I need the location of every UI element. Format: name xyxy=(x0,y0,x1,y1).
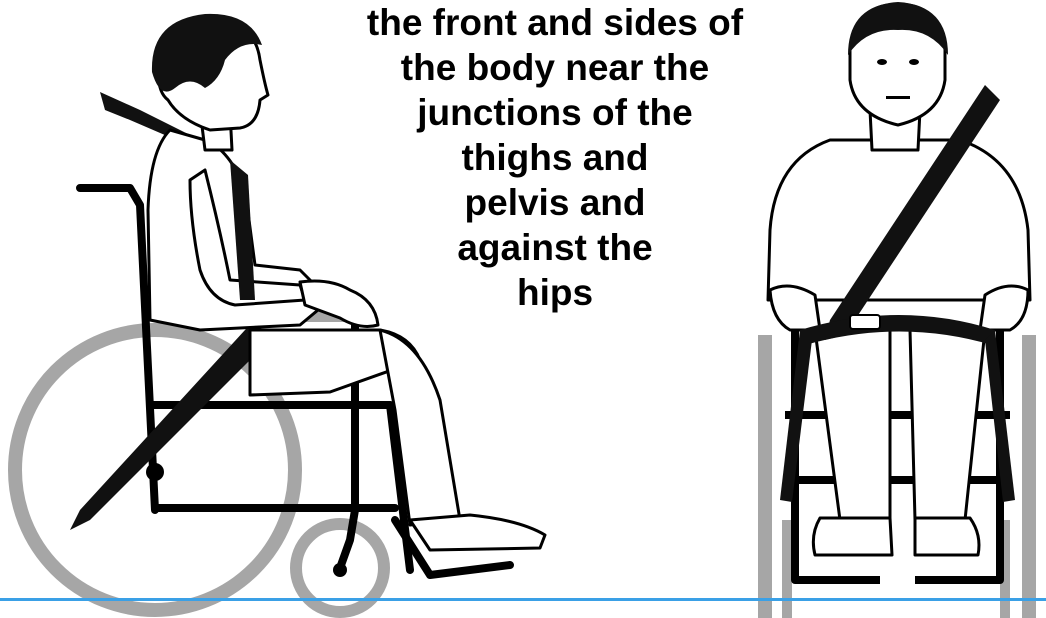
caption-line: against the xyxy=(300,225,810,270)
caption-line: junctions of the xyxy=(300,90,810,135)
caption-line: pelvis and xyxy=(300,180,810,225)
bottom-accent-line xyxy=(0,598,1046,601)
right-wheel-front xyxy=(1022,335,1036,618)
side-seatbelt xyxy=(70,320,270,530)
caption-text: the front and sides of the body near the… xyxy=(300,0,810,315)
caption-line: the front and sides of xyxy=(300,0,810,45)
caption-line: thighs and xyxy=(300,135,810,180)
front-belt-buckle xyxy=(850,315,880,329)
caption-line: hips xyxy=(300,270,810,315)
caption-line: the body near the xyxy=(300,45,810,90)
left-wheel-front xyxy=(758,335,772,618)
